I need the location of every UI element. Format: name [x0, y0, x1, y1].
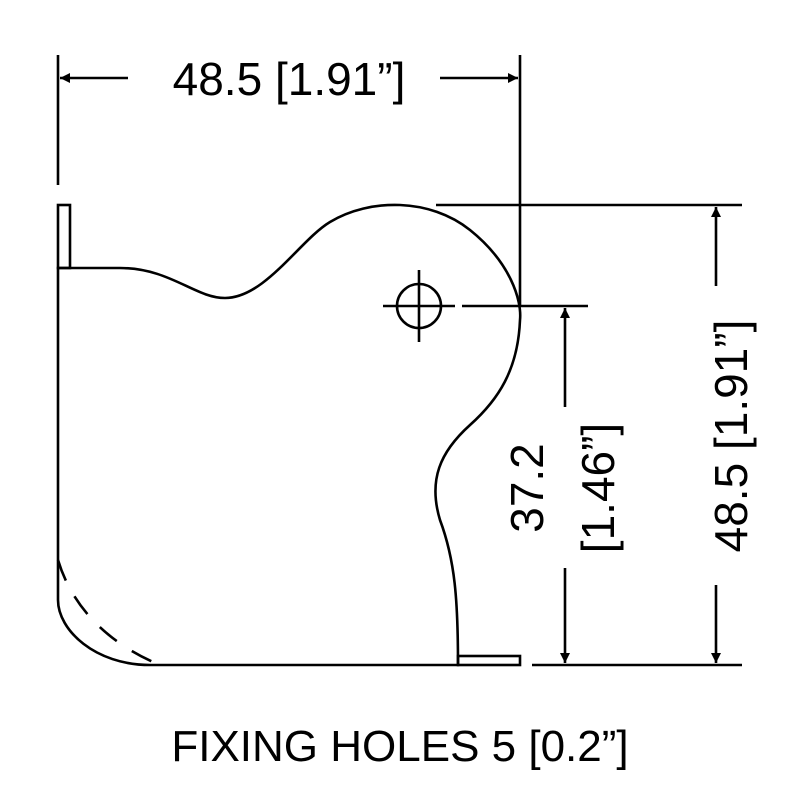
part-outline — [56, 203, 522, 667]
dim-top-width — [56, 55, 522, 306]
dim-hole-height-inches: [1.46”] — [572, 423, 624, 553]
profile-outline — [56, 203, 522, 667]
fixing-hole — [383, 270, 455, 342]
dim-right-height-label: 48.5 [1.91”] — [705, 320, 757, 553]
left-tab — [56, 203, 72, 270]
fold-line-dashed — [56, 559, 161, 667]
dim-right-height — [436, 203, 742, 667]
fixing-holes-caption: FIXING HOLES 5 [0.2”] — [171, 722, 629, 771]
dim-hole-height — [462, 304, 588, 663]
dim-hole-height-value: 37.2 — [501, 443, 553, 533]
dim-top-width-label: 48.5 [1.91”] — [173, 53, 406, 105]
bottom-tab — [456, 654, 522, 667]
